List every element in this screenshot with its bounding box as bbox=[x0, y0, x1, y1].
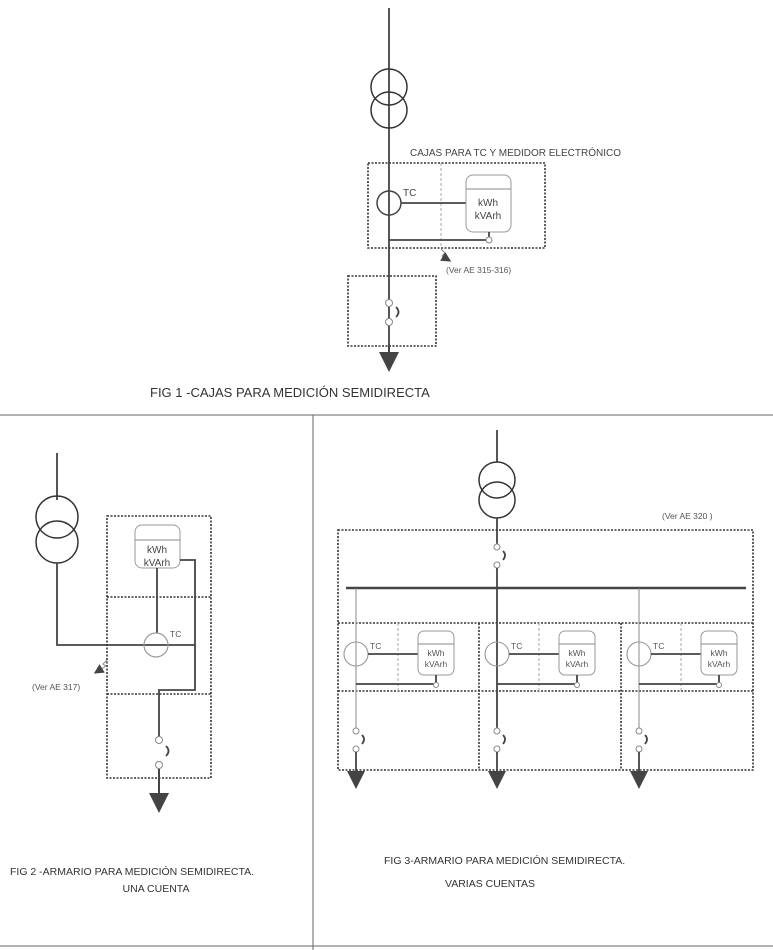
voltage-wire bbox=[389, 232, 490, 241]
tc-label: TC bbox=[370, 641, 381, 651]
meter-kvarh-label: kVArh bbox=[566, 659, 589, 669]
tc-label: TC bbox=[170, 629, 181, 639]
voltage-wire bbox=[356, 675, 437, 685]
figure-1: CAJAS PARA TC Y MEDIDOR ELECTRÓNICO TC k… bbox=[150, 8, 621, 400]
figure-2-caption: FIG 2 -ARMARIO PARA MEDICIÓN SEMIDIRECTA… bbox=[10, 865, 254, 878]
figure-2: kWh kVArh TC (Ver AE 317) FIG 2 -ARMARIO… bbox=[10, 453, 254, 895]
meter-kwh-label: kWh bbox=[478, 198, 498, 209]
reference-note: (Ver AE 317) bbox=[32, 682, 80, 692]
breaker-switch-icon bbox=[635, 727, 648, 753]
transformer-icon bbox=[35, 495, 79, 564]
meter-kvarh-label: kVArh bbox=[425, 659, 448, 669]
main-breaker-switch-icon bbox=[493, 543, 506, 569]
meter-kwh-label: kWh bbox=[569, 648, 586, 658]
ct-meter-box bbox=[367, 162, 546, 249]
tc-label: TC bbox=[403, 188, 416, 199]
feeder-line-to-ct bbox=[56, 563, 195, 646]
voltage-wire bbox=[497, 675, 578, 685]
tc-label: TC bbox=[653, 641, 664, 651]
reference-arrow-icon bbox=[440, 248, 452, 262]
figure-1-caption: FIG 1 -CAJAS PARA MEDICIÓN SEMIDIRECTA bbox=[150, 385, 430, 400]
breaker-switch-icon bbox=[385, 299, 400, 326]
transformer-icon bbox=[478, 461, 516, 519]
energy-meter: kWh kVArh bbox=[134, 524, 181, 569]
figure-2-subcaption: UNA CUENTA bbox=[123, 883, 190, 895]
meter-kwh-label: kWh bbox=[428, 648, 445, 658]
figure-3-subcaption: VARIAS CUENTAS bbox=[445, 878, 535, 890]
energy-meter: kWh kVArh bbox=[465, 174, 512, 233]
breaker-switch-icon bbox=[352, 727, 365, 753]
voltage-wire bbox=[639, 675, 720, 685]
reference-note: (Ver AE 320 ) bbox=[662, 511, 713, 521]
meter-kvarh-label: kVArh bbox=[475, 211, 502, 222]
meter-kwh-label: kWh bbox=[711, 648, 728, 658]
breaker-box bbox=[347, 275, 437, 347]
tc-label: TC bbox=[511, 641, 522, 651]
figure-3: (Ver AE 320 ) TCkWhkVArhTCkWhkVArhTCkWhk… bbox=[337, 430, 754, 890]
reference-arrow-icon bbox=[93, 659, 108, 674]
meter-kvarh-label: kVArh bbox=[144, 558, 171, 569]
transformer-icon bbox=[370, 68, 408, 129]
reference-note: (Ver AE 315-316) bbox=[446, 265, 511, 275]
current-transformer-icon bbox=[143, 632, 169, 658]
figure-3-caption: FIG 3-ARMARIO PARA MEDICIÓN SEMIDIRECTA. bbox=[384, 854, 625, 867]
cabinet bbox=[337, 529, 754, 771]
breaker-switch-icon bbox=[493, 727, 506, 753]
load-wire bbox=[158, 559, 196, 737]
meter-kvarh-label: kVArh bbox=[708, 659, 731, 669]
meter-kwh-label: kWh bbox=[147, 545, 167, 556]
box-label: CAJAS PARA TC Y MEDIDOR ELECTRÓNICO bbox=[410, 146, 621, 159]
breaker-switch-icon bbox=[155, 736, 170, 769]
